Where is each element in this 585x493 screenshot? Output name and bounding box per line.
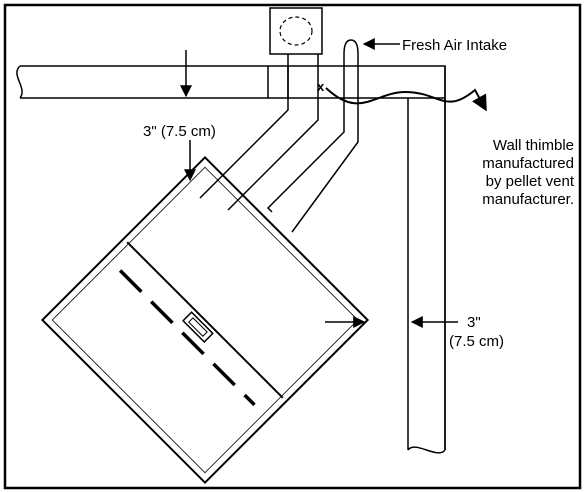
pellet-stove: [40, 155, 370, 485]
vent-termination-box: [269, 7, 323, 55]
svg-text:x: x: [317, 79, 325, 94]
wall-thimble-label-1: Wall thimble: [493, 137, 574, 154]
diagram-frame: [3, 3, 582, 490]
fresh-air-intake-label: Fresh Air Intake: [402, 37, 507, 54]
side-wall: [407, 66, 446, 454]
wall-thimble-label-3: by pellet vent: [486, 173, 575, 190]
fresh-air-intake-pipe: [266, 39, 359, 233]
side-clearance-label-2: (7.5 cm): [449, 333, 504, 350]
top-wall: [16, 65, 446, 450]
wall-thimble-label-4: manufacturer.: [482, 191, 574, 208]
wall-thimble-label-2: manufactured: [482, 155, 574, 172]
clearance-arrows: [180, 38, 458, 328]
side-clearance-label-1: 3": [467, 314, 481, 331]
top-clearance-label: 3" (7.5 cm): [143, 123, 216, 140]
exhaust-vent-pipe: [199, 54, 319, 211]
wall-thimble-leader: x: [317, 79, 487, 112]
